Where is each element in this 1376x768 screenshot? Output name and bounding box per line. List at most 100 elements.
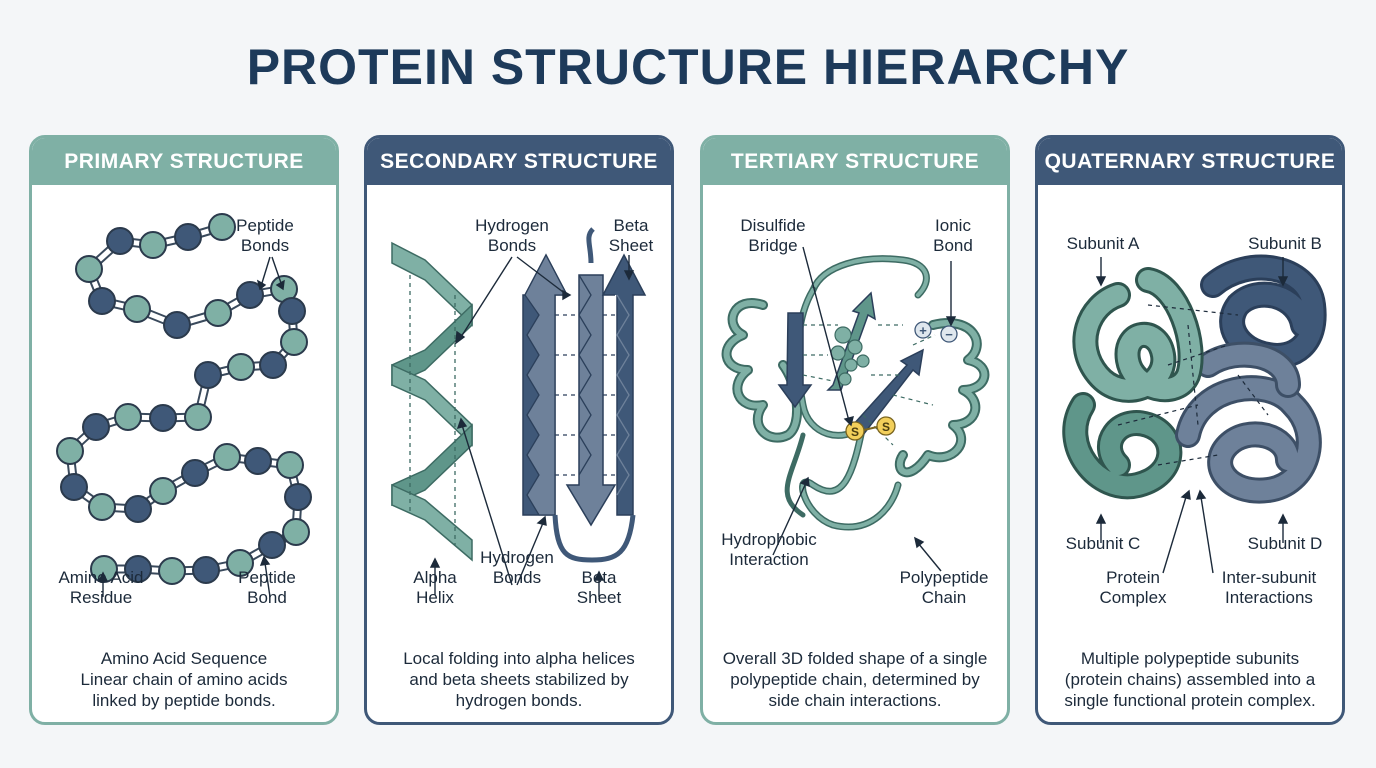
amino-acid-residue	[56, 437, 84, 465]
subunit-d-label: Subunit D	[1247, 534, 1323, 553]
amino-acid-residue	[194, 361, 222, 389]
secondary-structure-header: SECONDARY STRUCTURE	[367, 138, 671, 185]
interaction-lines	[802, 324, 936, 446]
polypeptide-chain-label: Polypeptide Chain	[899, 568, 989, 607]
amino-acid-residue	[259, 351, 287, 379]
subunit-a-label: Subunit A	[1066, 234, 1140, 253]
amino-acid-residue	[227, 353, 255, 381]
hydrophobic-core	[830, 326, 870, 386]
folded-chain	[721, 255, 990, 531]
quaternary-description: Multiple polypeptide subunits (protein c…	[1064, 649, 1316, 710]
amino-acid-residue	[90, 555, 118, 583]
primary-structure-header: PRIMARY STRUCTURE	[32, 138, 336, 185]
amino-acid-residue	[236, 281, 264, 309]
peptide-bond-label: Peptide Bond	[238, 568, 296, 607]
primary-description: Amino Acid Sequence Linear chain of amin…	[80, 649, 288, 710]
amino-acid-residue	[139, 231, 167, 259]
protein-complex-label: Protein Complex	[1099, 568, 1167, 607]
amino-acid-residue	[124, 495, 152, 523]
page-title: PROTEIN STRUCTURE HIERARCHY	[246, 39, 1130, 95]
beta-sheet-top-label: Beta Sheet	[608, 216, 654, 255]
minus-symbol: −	[945, 327, 953, 342]
amino-acid-residue	[204, 299, 232, 327]
quaternary-structure-diagram	[1062, 254, 1327, 574]
tertiary-description: Overall 3D folded shape of a single poly…	[722, 649, 988, 710]
tertiary-structure-header: TERTIARY STRUCTURE	[703, 138, 1007, 185]
ionic-bond-label: Ionic Bond	[933, 216, 973, 255]
amino-acid-residue	[244, 447, 272, 475]
disulfide-bond	[863, 426, 878, 431]
subunit-b	[1200, 254, 1327, 369]
peptide-bonds-arrow-2	[271, 256, 282, 284]
amino-acid-residue	[88, 493, 116, 521]
tertiary-arrows	[772, 246, 957, 572]
subunit-b-label: Subunit B	[1248, 234, 1322, 253]
quaternary-arrows	[1095, 257, 1289, 574]
amino-acid-residue	[124, 555, 152, 583]
beta-sheet	[522, 227, 647, 563]
amino-acid-residue	[114, 403, 142, 431]
positive-charge	[914, 321, 932, 339]
amino-acid-chain-diagram	[56, 213, 312, 598]
negative-charge	[940, 325, 958, 343]
hydrogen-bonds-bottom-label: Hydrogen Bonds	[480, 548, 554, 587]
beta-strand-down	[777, 312, 813, 409]
sulfur-symbol-2: S	[882, 420, 890, 434]
amino-acid-residue	[174, 223, 202, 251]
inter-subunit-lines	[1117, 304, 1269, 466]
peptide-bond-arrow	[264, 562, 271, 598]
amino-acid-residue	[60, 473, 88, 501]
amino-acid-residue	[213, 443, 241, 471]
secondary-structure-diagram	[391, 227, 647, 597]
amino-acid-residue	[282, 518, 310, 546]
amino-acid-chain	[56, 213, 312, 585]
alpha-helix	[391, 241, 473, 562]
sulfur-atom-2	[876, 416, 896, 436]
tertiary-structure-panel: TERTIARY STRUCTURE S	[700, 135, 1010, 725]
amino-acid-residue	[123, 295, 151, 323]
subunit-a	[1072, 267, 1204, 403]
secondary-structure-panel: SECONDARY STRUCTURE	[364, 135, 674, 725]
amino-acid-residue	[184, 403, 212, 431]
amino-acid-residue	[280, 328, 308, 356]
subunit-c	[1062, 392, 1183, 500]
secondary-arrows	[429, 255, 635, 597]
sulfur-symbol-1: S	[851, 425, 859, 439]
amino-acid-residue	[88, 287, 116, 315]
amino-acid-residue	[181, 459, 209, 487]
amino-acid-residue	[276, 451, 304, 479]
hydrogen-bonds-top-label: Hydrogen Bonds	[475, 216, 549, 255]
secondary-description: Local folding into alpha helices and bet…	[403, 649, 635, 710]
alpha-helix-label: Alpha Helix	[413, 568, 457, 607]
amino-acid-residue-label: Amino Acid Residue	[58, 568, 144, 607]
amino-acid-residue	[163, 311, 191, 339]
amino-acid-residue	[75, 255, 103, 283]
amino-acid-residue	[82, 413, 110, 441]
amino-acid-residue	[158, 557, 186, 585]
subunit-d	[1175, 341, 1322, 504]
quaternary-structure-header: QUATERNARY STRUCTURE	[1038, 138, 1342, 185]
inter-subunit-interactions-label: Inter-subunit Interactions	[1221, 568, 1317, 607]
amino-acid-residue	[258, 531, 286, 559]
disulfide-bridge-label: Disulfide Bridge	[740, 216, 806, 255]
amino-acid-residue	[149, 404, 177, 432]
subunit-c-label: Subunit C	[1065, 534, 1141, 553]
hydrophobic-interaction-label: Hydrophobic Interaction	[721, 530, 817, 569]
amino-acid-residue	[226, 549, 254, 577]
plus-symbol: +	[919, 323, 927, 338]
peptide-bonds-label: Peptide Bonds	[236, 216, 294, 255]
peptide-bonds-arrow	[261, 256, 271, 284]
amino-acid-residue	[149, 477, 177, 505]
amino-acid-residue	[106, 227, 134, 255]
sulfur-atom-1	[845, 421, 865, 441]
amino-acid-residue	[192, 556, 220, 584]
amino-acid-residue	[208, 213, 236, 241]
beta-sheet-bottom-label: Beta Sheet	[576, 568, 622, 607]
amino-acid-residue	[278, 297, 306, 325]
beta-strand-diagonal	[851, 348, 924, 437]
amino-acid-residue	[284, 483, 312, 511]
quaternary-structure-panel: QUATERNARY STRUCTURE	[1035, 135, 1345, 725]
primary-structure-panel: PRIMARY STRUCTURE Peptide Bonds Amino Ac…	[29, 135, 339, 725]
tertiary-structure-diagram: S S + −	[721, 246, 990, 572]
primary-arrows	[97, 256, 285, 598]
